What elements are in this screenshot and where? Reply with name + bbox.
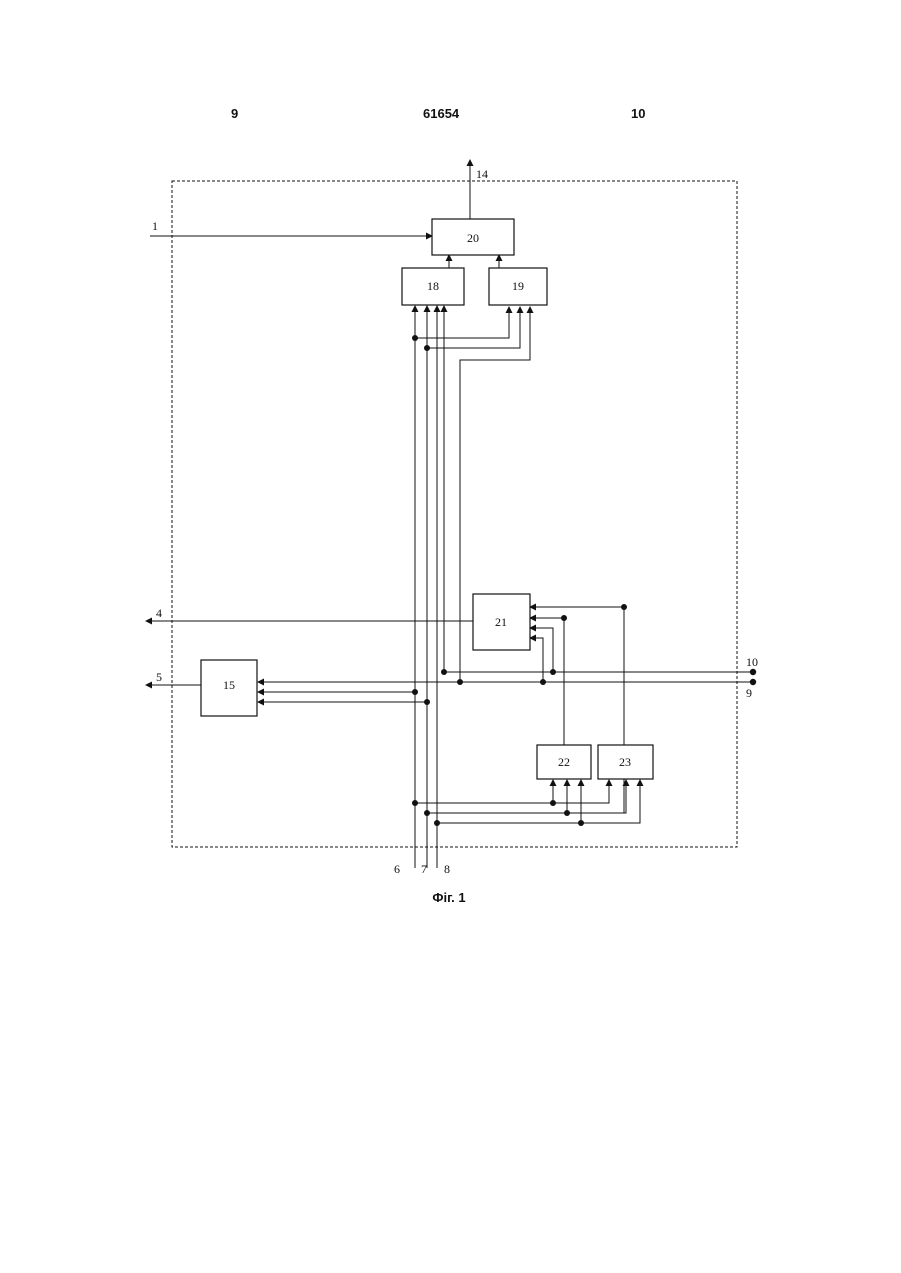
terminal-6-label: 6 xyxy=(394,862,400,876)
block-18-label: 18 xyxy=(427,279,439,293)
block-15: 15 xyxy=(201,660,257,716)
terminal-8-label: 8 xyxy=(444,862,450,876)
block-20-label: 20 xyxy=(467,231,479,245)
block-19: 19 xyxy=(489,268,547,305)
block-18: 18 xyxy=(402,268,464,305)
terminal-9-label: 9 xyxy=(746,686,752,700)
terminal-1-label: 1 xyxy=(152,219,158,233)
block-15-label: 15 xyxy=(223,678,235,692)
terminal-10-label: 10 xyxy=(746,655,758,669)
block-20: 20 xyxy=(432,219,514,255)
block-22: 22 xyxy=(537,745,591,779)
block-21: 21 xyxy=(473,594,530,650)
block-23-label: 23 xyxy=(619,755,631,769)
terminal-4-label: 4 xyxy=(156,606,162,620)
block-19-label: 19 xyxy=(512,279,524,293)
block-21-label: 21 xyxy=(495,615,507,629)
bus-lines xyxy=(415,306,753,868)
terminal-5-label: 5 xyxy=(156,670,162,684)
block-23: 23 xyxy=(598,745,653,779)
terminal-7-label: 7 xyxy=(421,862,427,876)
block-22-label: 22 xyxy=(558,755,570,769)
figure-caption: Фіг. 1 xyxy=(432,890,465,905)
terminal-14-label: 14 xyxy=(476,167,488,181)
